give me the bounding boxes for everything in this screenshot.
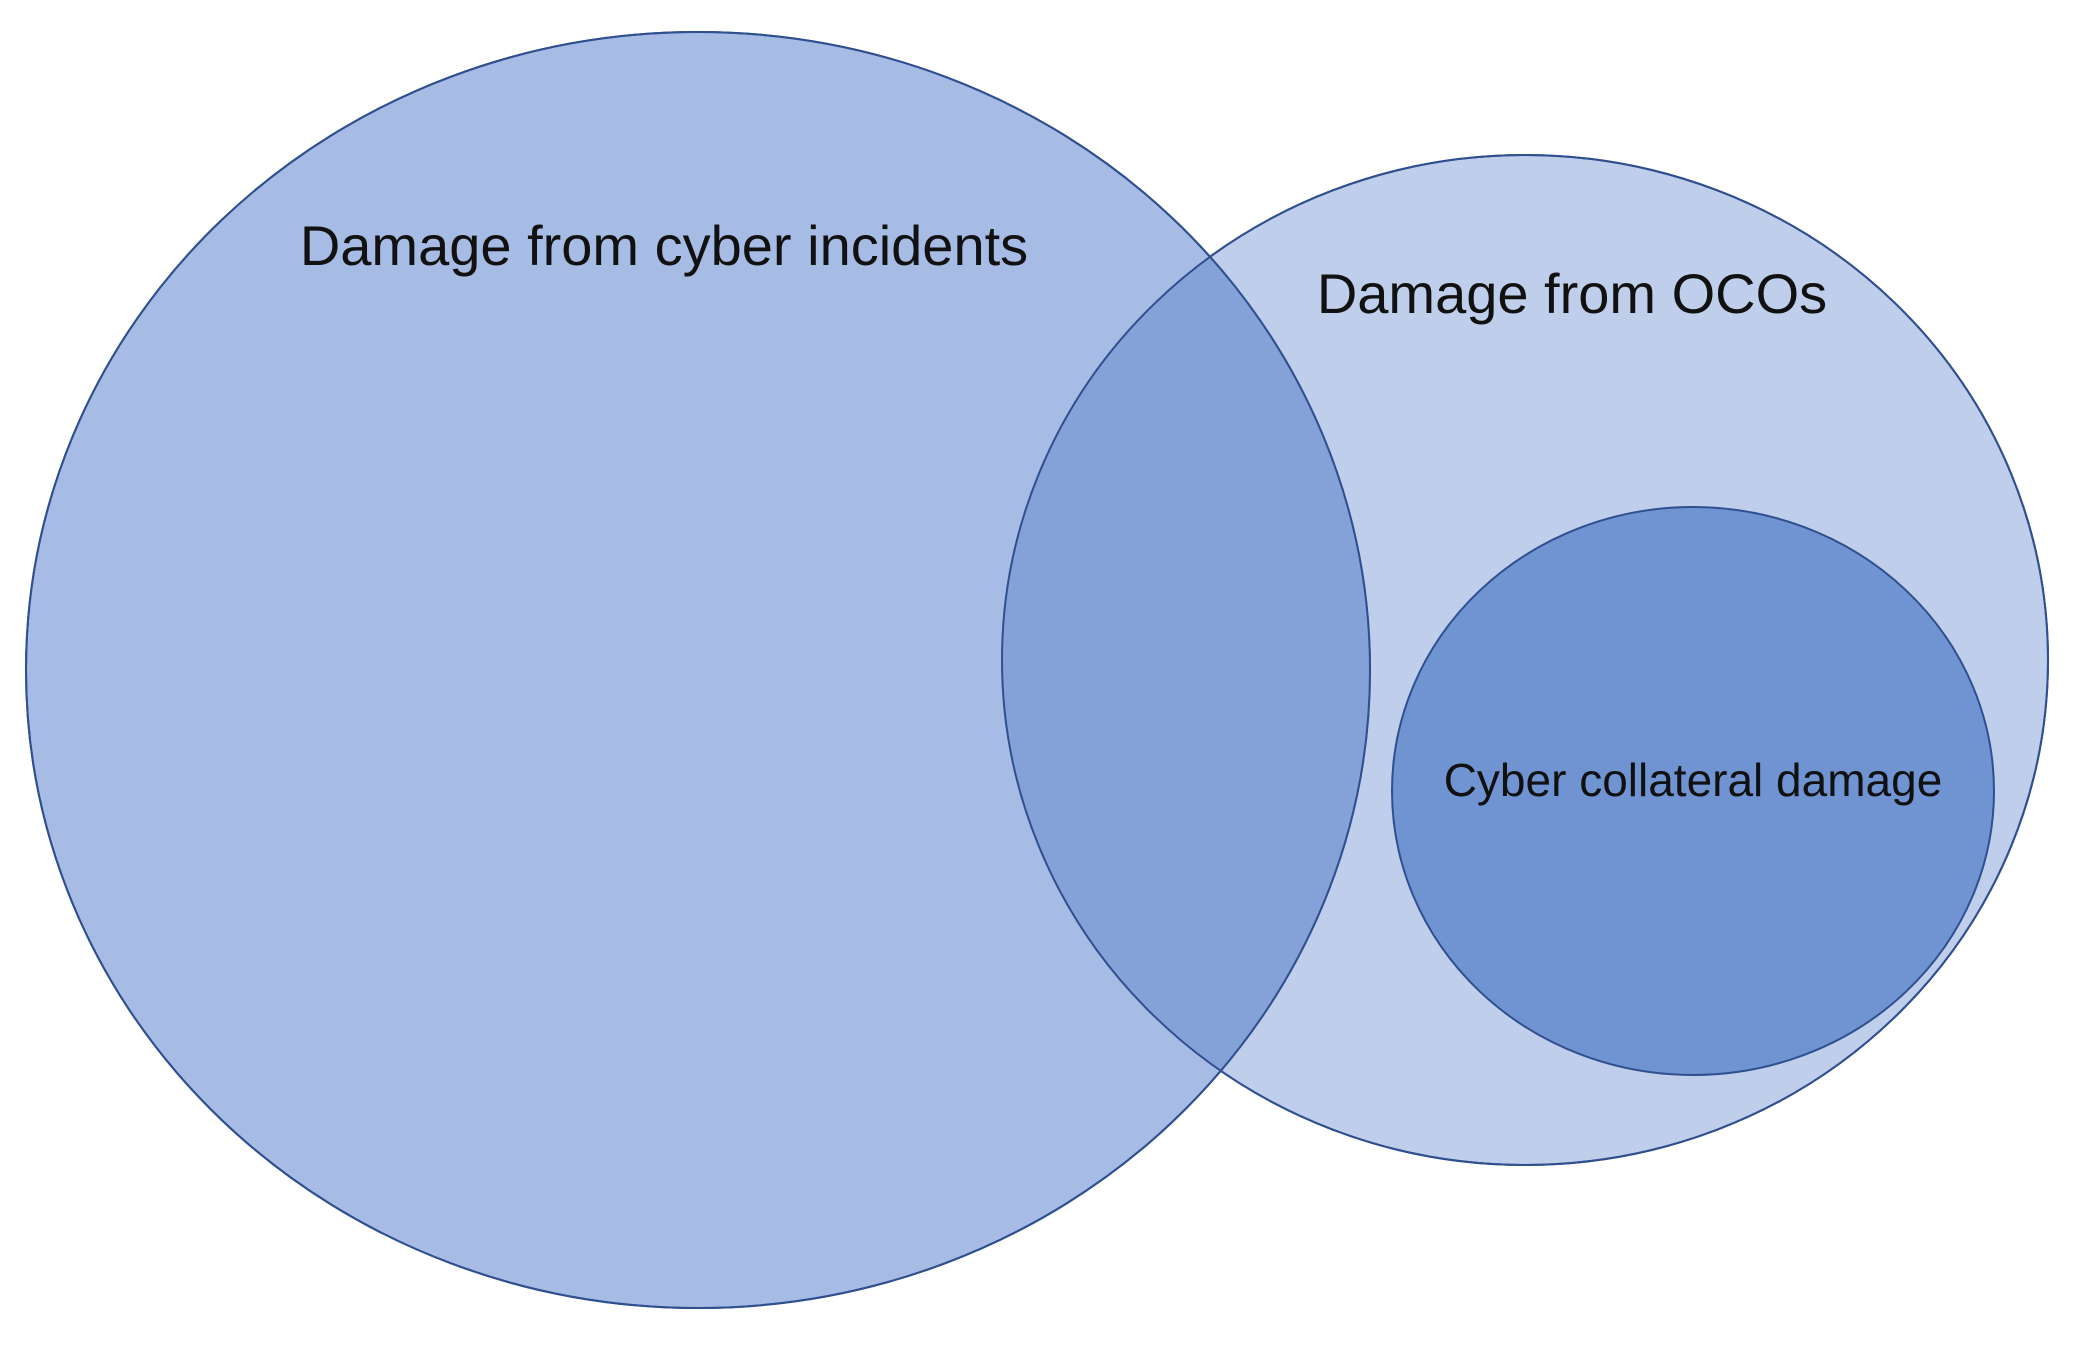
label-cyber-incidents: Damage from cyber incidents (300, 214, 1028, 277)
set-collateral-circle (1391, 506, 1995, 1076)
label-collateral: Cyber collateral damage (1444, 754, 1943, 806)
set-cyber-incidents-outline (25, 31, 1371, 1309)
overlap-region (1002, 155, 1370, 1165)
label-ocos: Damage from OCOs (1317, 262, 1827, 325)
set-ocos-outline (1001, 154, 2049, 1166)
